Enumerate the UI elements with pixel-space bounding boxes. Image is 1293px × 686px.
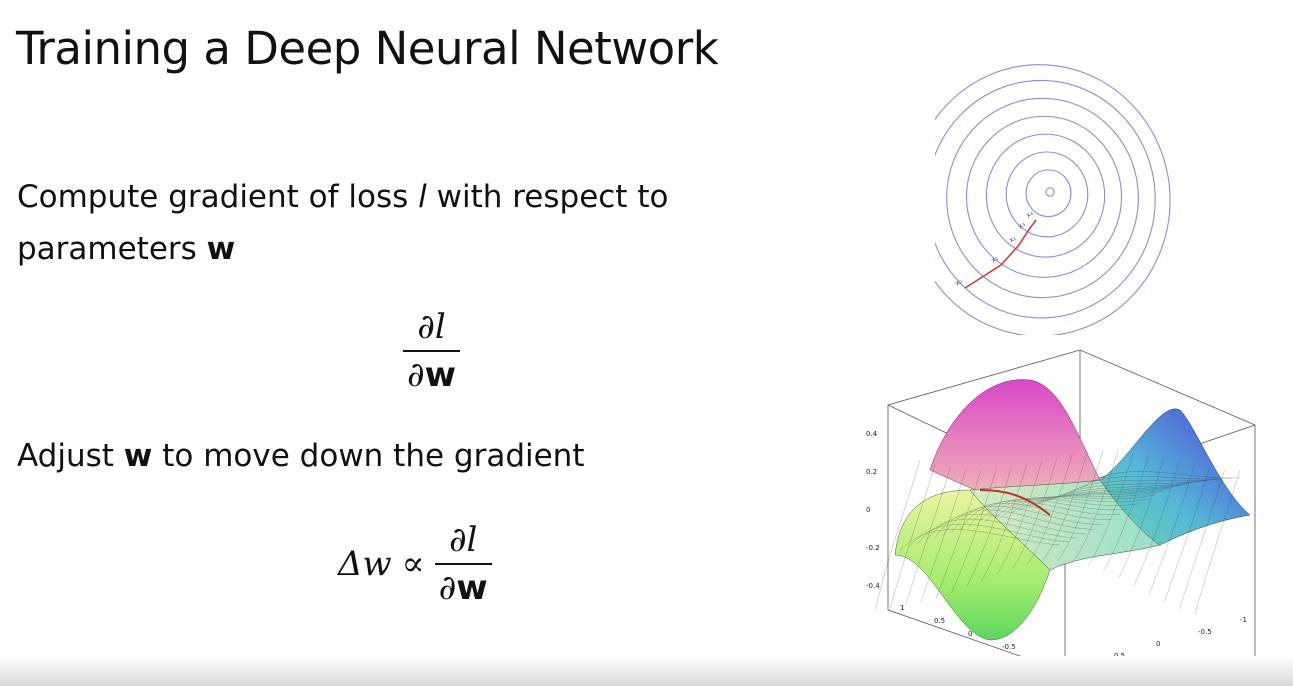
z-tick-label: -0.2 bbox=[866, 544, 880, 552]
mesh-line bbox=[1118, 458, 1164, 579]
z-tick-label: 0.4 bbox=[866, 430, 878, 438]
parameter-variable: w bbox=[123, 438, 153, 474]
mesh-line bbox=[951, 503, 1112, 533]
x-tick-label: 0 bbox=[968, 630, 972, 638]
z-tick-label: 0.2 bbox=[866, 468, 877, 476]
mesh-line bbox=[996, 460, 1043, 575]
mesh-line bbox=[908, 524, 1069, 548]
mesh-line bbox=[1133, 461, 1180, 586]
parameter-variable: w bbox=[424, 355, 457, 395]
contour-ring bbox=[946, 97, 1139, 299]
mesh-line bbox=[1088, 451, 1134, 566]
mesh-line bbox=[1042, 451, 1088, 562]
descent-path-line bbox=[964, 219, 1037, 289]
mesh-line bbox=[874, 459, 921, 611]
surface-mesh bbox=[874, 379, 1251, 641]
fraction-denominator: ∂w bbox=[435, 567, 492, 609]
mesh-line bbox=[1103, 454, 1149, 572]
text-segment: Compute gradient of loss bbox=[17, 179, 419, 215]
fraction-numerator: ∂l bbox=[417, 307, 446, 347]
mesh-line bbox=[1071, 476, 1232, 493]
mesh-line bbox=[934, 509, 1095, 539]
mesh-line bbox=[935, 469, 982, 599]
z-tick-label: -0.4 bbox=[866, 582, 880, 590]
text-segment: parameters bbox=[17, 231, 207, 267]
point-label: x₄ bbox=[1025, 209, 1035, 220]
y-tick-label: -1 bbox=[1240, 616, 1247, 624]
fraction-denominator: ∂w bbox=[403, 354, 460, 396]
mesh-line bbox=[981, 464, 1027, 582]
mesh-line bbox=[966, 467, 1012, 588]
update-description: Adjust w to move down the gradient bbox=[17, 430, 777, 482]
pink-peak bbox=[929, 379, 1101, 491]
delta-w: Δw bbox=[338, 544, 392, 584]
mesh-line bbox=[917, 518, 1078, 545]
point-label: x₀ bbox=[954, 277, 964, 288]
slide-title: Training a Deep Neural Network bbox=[16, 22, 719, 75]
mesh-line bbox=[920, 469, 966, 603]
mesh-line bbox=[994, 494, 1155, 519]
z-tick-label: 0 bbox=[866, 506, 870, 514]
mesh-line bbox=[968, 499, 1129, 528]
gradient-description: Compute gradient of loss l with respect … bbox=[17, 171, 777, 275]
partial-symbol: ∂ bbox=[407, 355, 425, 395]
mesh-line bbox=[899, 529, 1061, 551]
fraction-bar bbox=[434, 563, 492, 565]
loss-variable: l bbox=[418, 179, 427, 215]
x-tick-label: -0.5 bbox=[1002, 643, 1016, 651]
mesh-line bbox=[1027, 453, 1073, 565]
y-tick-label: -0.5 bbox=[1198, 628, 1212, 636]
mesh-line bbox=[905, 466, 951, 606]
contour-ring bbox=[1045, 187, 1055, 197]
mesh-line bbox=[1164, 468, 1210, 602]
mesh-line bbox=[1057, 450, 1104, 561]
contour-ring bbox=[985, 133, 1106, 258]
mesh-line bbox=[1179, 469, 1225, 609]
x-tick-label: 0.5 bbox=[934, 617, 945, 625]
mesh-line bbox=[1194, 469, 1241, 615]
update-equation: Δw ∝ ∂l ∂w bbox=[338, 519, 492, 609]
contour-ring bbox=[965, 115, 1123, 278]
x-tick-label: 1 bbox=[900, 604, 904, 612]
mesh-line bbox=[1028, 482, 1189, 508]
mesh-line bbox=[1149, 465, 1195, 594]
y-tick-label: 0 bbox=[1156, 640, 1160, 648]
parameter-variable: w bbox=[456, 568, 488, 608]
mesh-line bbox=[1011, 487, 1172, 513]
descent-path-3d bbox=[979, 489, 1051, 516]
bottom-shade bbox=[0, 656, 1293, 686]
contour-ring bbox=[1025, 169, 1072, 218]
point-label: x₃ bbox=[1017, 220, 1027, 231]
contour-lines bbox=[935, 64, 1171, 335]
green-valley bbox=[894, 489, 1051, 641]
mesh-line bbox=[1002, 490, 1163, 516]
contour-ring bbox=[935, 64, 1171, 335]
mesh-line bbox=[951, 469, 997, 594]
mesh-line bbox=[1019, 485, 1181, 511]
gradient-fraction: ∂l ∂w bbox=[434, 519, 492, 609]
partial-symbol: ∂ bbox=[438, 568, 457, 608]
text-segment: to move down the gradient bbox=[152, 438, 585, 474]
mesh-line bbox=[925, 514, 1086, 542]
parameter-variable: w bbox=[206, 231, 236, 267]
fraction-bar bbox=[403, 350, 461, 352]
text-segment: with respect to bbox=[426, 179, 669, 215]
point-label: x₁ bbox=[990, 254, 1000, 265]
mesh-line bbox=[1011, 457, 1058, 569]
contour-ring bbox=[935, 79, 1156, 319]
gradient-fraction: ∂l ∂w bbox=[403, 306, 461, 396]
contour-ring bbox=[1005, 151, 1089, 238]
fraction-numerator: ∂l bbox=[448, 520, 478, 560]
mesh-line bbox=[1072, 450, 1119, 563]
mesh-line bbox=[942, 506, 1103, 536]
proportional-symbol: ∝ bbox=[401, 544, 425, 584]
mesh-line bbox=[890, 463, 936, 609]
point-label: x₂ bbox=[1008, 234, 1018, 245]
mesh-grid bbox=[874, 450, 1241, 615]
surface-plot: 0.40.20-0.2-0.410.50-0.5-110.50-0.5-1xy bbox=[866, 349, 1256, 684]
text-segment: Adjust bbox=[17, 438, 124, 474]
